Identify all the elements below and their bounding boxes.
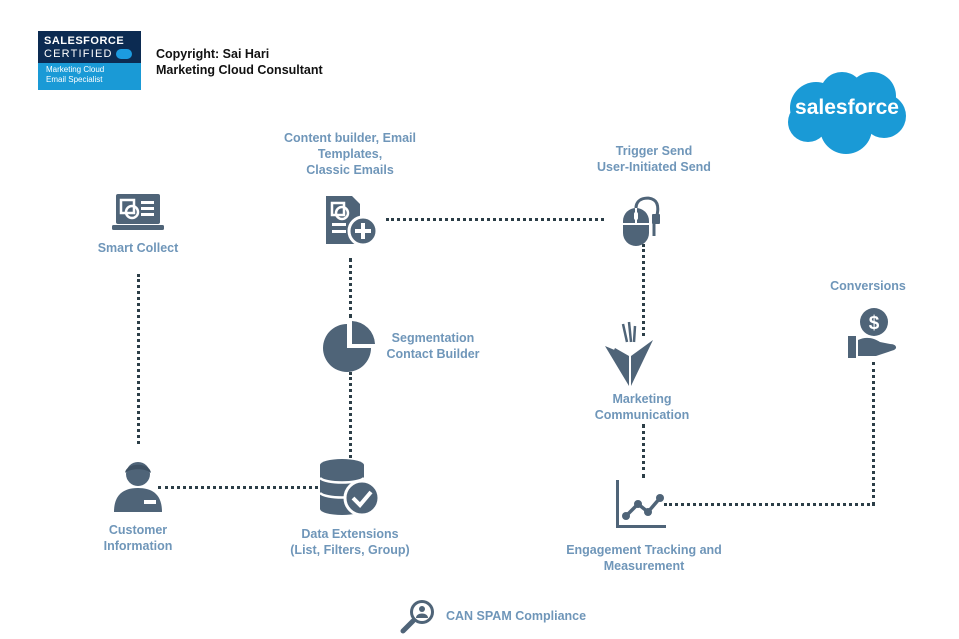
connector-customer-data-extensions <box>158 486 318 489</box>
content-builder-label: Content builder, Email Templates, Classi… <box>270 130 430 178</box>
trigger-send-line-1: Trigger Send <box>615 144 693 158</box>
marketing-communication-line-1: Marketing <box>612 392 672 406</box>
conversions-label: Conversions <box>830 279 906 293</box>
pie-chart-icon <box>323 319 377 373</box>
badge-line-4: Email Specialist <box>46 75 103 84</box>
paper-plane-icon <box>603 320 657 388</box>
data-extensions-label: Data Extensions (List, Filters, Group) <box>270 526 430 558</box>
connector-engagement-conversions <box>664 503 875 506</box>
salesforce-logo: salesforce <box>786 70 908 156</box>
trigger-send-line-2: User-Initiated Send <box>597 160 711 174</box>
can-spam-label: CAN SPAM Compliance <box>446 609 587 623</box>
smart-collect-label: Smart Collect <box>97 241 179 255</box>
segmentation-line-1: Segmentation <box>391 331 475 345</box>
marketing-communication-line-2: Communication <box>594 408 690 422</box>
engagement-tracking-line-2: Measurement <box>603 559 685 573</box>
content-builder-line-1: Content builder, Email <box>284 131 416 145</box>
database-check-icon <box>318 458 382 518</box>
connector-marketing-engagement <box>642 424 645 478</box>
smart-collect-icon <box>112 192 164 232</box>
connector-trigger-marketing <box>642 244 645 336</box>
data-extensions-line-1: Data Extensions <box>301 527 399 541</box>
trigger-send-label: Trigger Send User-Initiated Send <box>574 143 734 175</box>
dollar-hand-icon: $ <box>846 306 900 360</box>
connector-segmentation-content-builder <box>349 258 352 318</box>
line-graph-icon <box>614 480 668 530</box>
engagement-tracking-line-1: Engagement Tracking and <box>566 543 722 557</box>
engagement-tracking-label: Engagement Tracking and Measurement <box>554 542 734 574</box>
copyright-line-1: Copyright: Sai Hari <box>156 47 270 61</box>
compliance-search-icon <box>400 598 438 634</box>
content-builder-line-2: Templates, <box>317 147 383 161</box>
connector-data-extensions-segmentation <box>349 372 352 458</box>
customer-information-line-1: Customer <box>108 523 168 537</box>
customer-information-line-2: Information <box>103 539 173 553</box>
segmentation-line-2: Contact Builder <box>386 347 480 361</box>
badge-cloud-icon <box>116 49 132 59</box>
badge-line-3: Marketing Cloud <box>46 65 105 74</box>
content-builder-line-3: Classic Emails <box>306 163 394 177</box>
connector-smart-collect-customer <box>137 274 140 444</box>
segmentation-label: Segmentation Contact Builder <box>378 330 488 362</box>
data-extensions-line-2: (List, Filters, Group) <box>290 543 410 557</box>
copyright-text: Copyright: Sai Hari Marketing Cloud Cons… <box>156 46 323 78</box>
connector-conversions-engagement <box>872 362 875 505</box>
mouse-icon <box>620 194 666 248</box>
certification-badge: SALESFORCE CERTIFIED Marketing Cloud Ema… <box>38 31 141 90</box>
connector-content-builder-trigger <box>386 218 604 221</box>
salesforce-logo-text: salesforce <box>795 96 899 119</box>
badge-title: SALESFORCE <box>44 35 125 47</box>
customer-icon <box>110 460 166 514</box>
content-builder-icon <box>324 194 380 246</box>
copyright-line-2: Marketing Cloud Consultant <box>156 63 323 77</box>
marketing-communication-label: Marketing Communication <box>582 391 702 423</box>
customer-information-label: Customer Information <box>88 522 188 554</box>
badge-subtitle: CERTIFIED <box>44 48 113 60</box>
svg-text:$: $ <box>869 313 880 334</box>
